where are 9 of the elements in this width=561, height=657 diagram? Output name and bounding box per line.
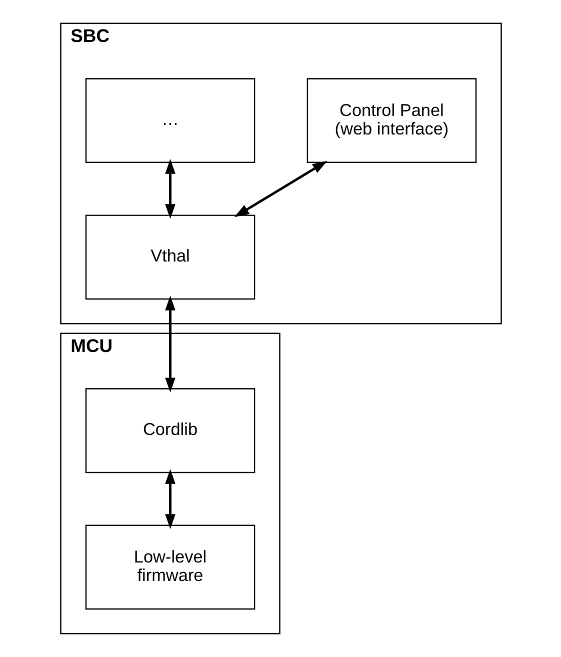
node-box: Cordlib — [84, 388, 255, 474]
node-box: Vthal — [84, 214, 255, 300]
arrow — [164, 159, 175, 219]
node-box: … — [84, 78, 255, 164]
arrow — [164, 469, 175, 529]
arrow — [164, 296, 175, 392]
node-box: Control Panel (web interface) — [306, 78, 476, 164]
arrow — [234, 160, 327, 218]
node-box: Low-level firmware — [84, 524, 255, 610]
